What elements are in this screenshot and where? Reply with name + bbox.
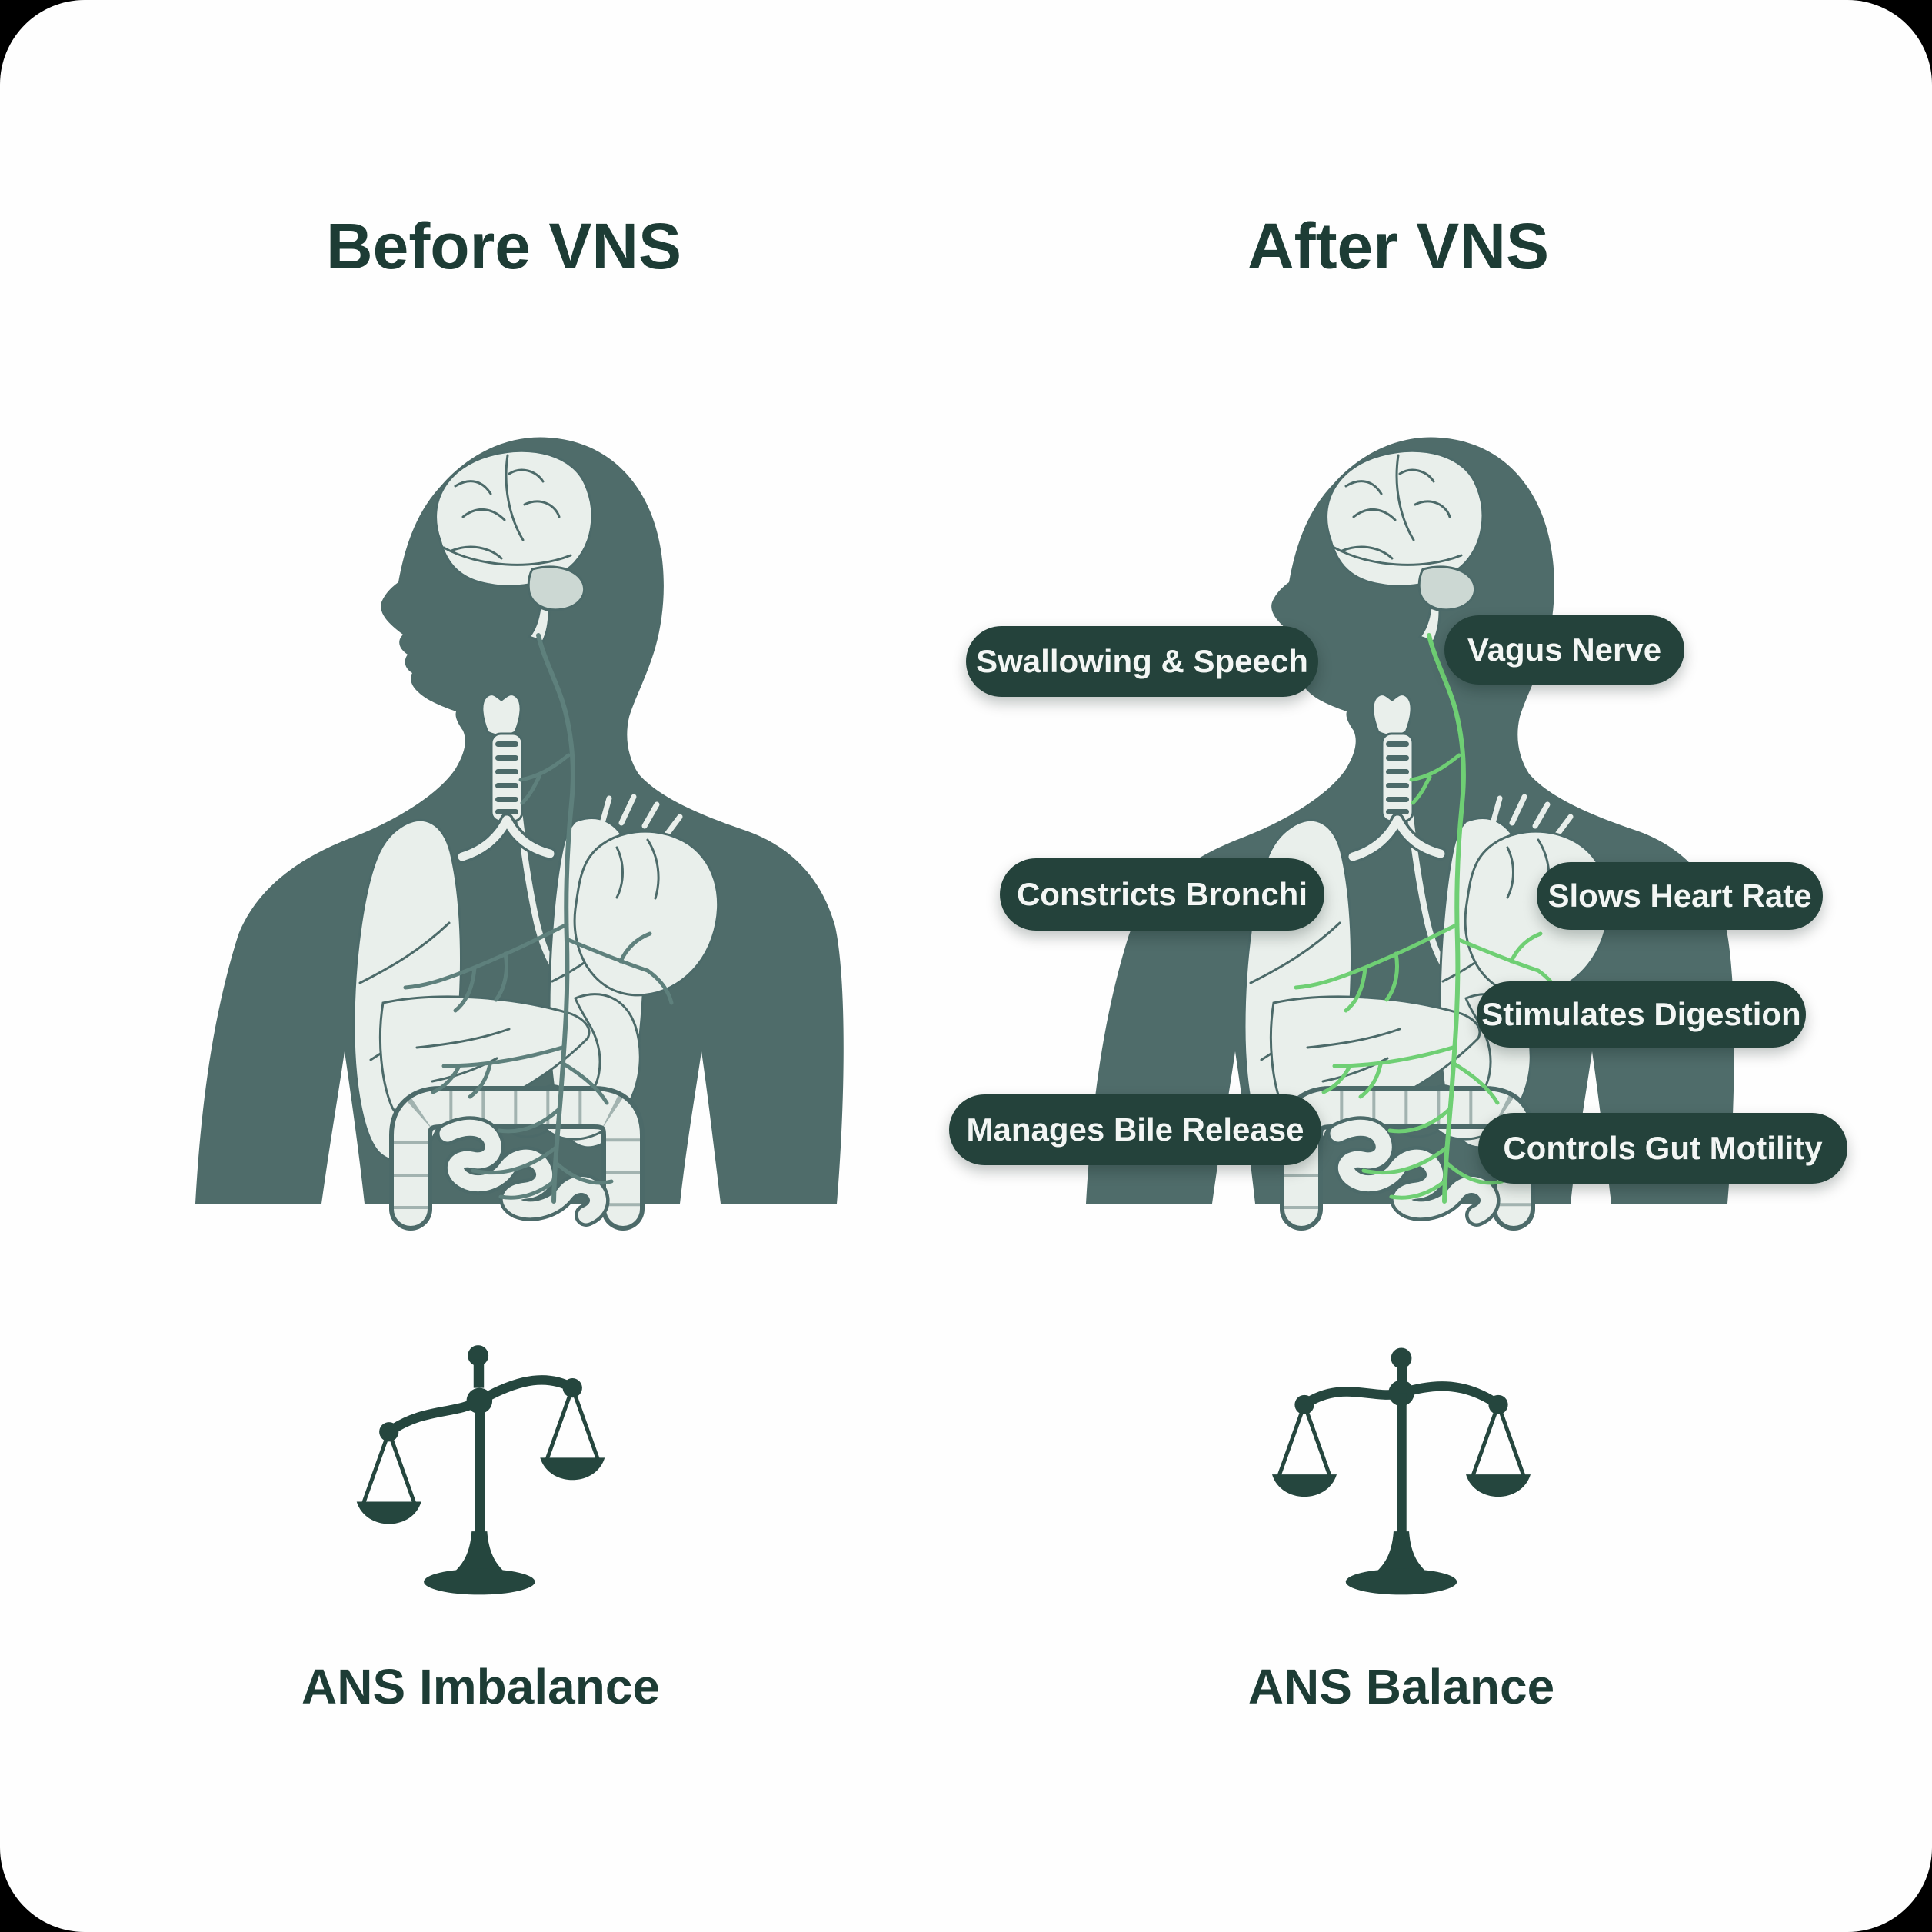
label-constricts-bronchi: Constricts Bronchi xyxy=(1000,858,1324,931)
after-vns-title: After VNS xyxy=(1247,210,1550,282)
label-slows-heart-rate: Slows Heart Rate xyxy=(1537,862,1823,930)
label-stimulates-digestion: Stimulates Digestion xyxy=(1477,981,1806,1048)
tilted-balance-scale-icon xyxy=(356,1345,605,1595)
ans-balance-caption: ANS Balance xyxy=(1247,1659,1555,1714)
before-vns-title: Before VNS xyxy=(325,210,682,282)
label-controls-gut-motility: Controls Gut Motility xyxy=(1478,1113,1847,1184)
label-manages-bile-release: Manages Bile Release xyxy=(949,1094,1321,1165)
balanced-scale-icon xyxy=(1272,1347,1531,1595)
body-figure-before xyxy=(185,431,846,1231)
label-vagus-nerve: Vagus Nerve xyxy=(1444,615,1684,685)
ans-imbalance-caption: ANS Imbalance xyxy=(301,1659,660,1714)
label-swallowing-speech: Swallowing & Speech xyxy=(966,626,1318,697)
